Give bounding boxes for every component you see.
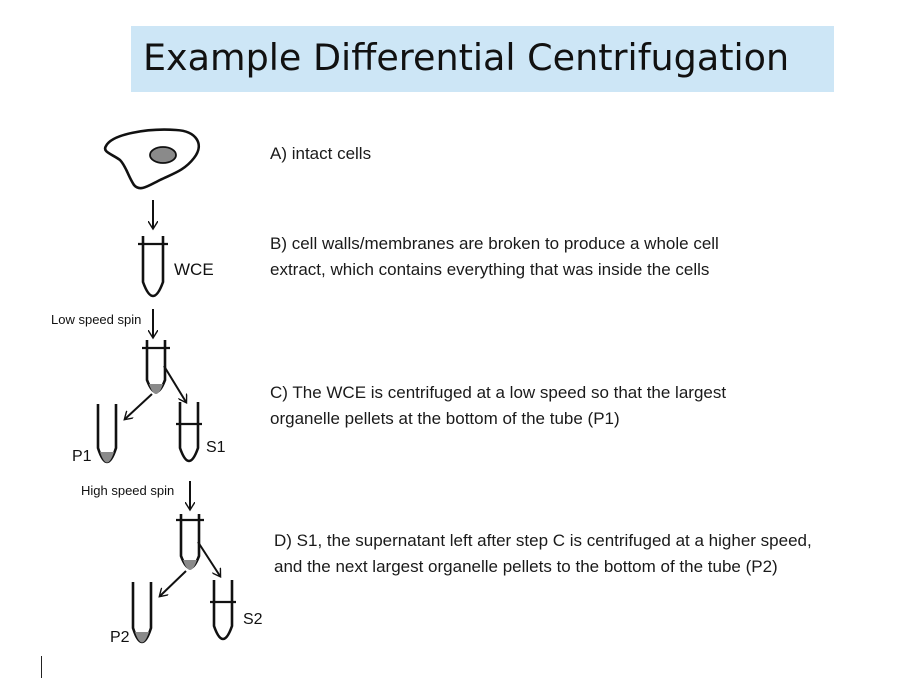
arrow-to-s2	[197, 541, 220, 576]
tube-p1	[96, 404, 118, 464]
arrow-to-p1	[125, 393, 153, 419]
label-high-speed-spin: High speed spin	[81, 483, 174, 498]
tube-low-speed	[142, 340, 170, 394]
step-d-text-line1: D) S1, the supernatant left after step C…	[274, 531, 812, 550]
tube-s2	[210, 580, 236, 641]
title-banner	[131, 26, 834, 92]
step-d-text-line2: and the next largest organelle pellets t…	[274, 557, 778, 576]
arrow-to-s1	[163, 365, 186, 402]
cell-membrane	[103, 128, 200, 190]
tube-s1	[176, 402, 202, 463]
label-low-speed-spin: Low speed spin	[51, 312, 141, 327]
step-a-text: A) intact cells	[270, 144, 372, 163]
step-b-text-line1: B) cell walls/membranes are broken to pr…	[270, 234, 719, 253]
step-c-text-line2: organelle pellets at the bottom of the t…	[270, 409, 620, 428]
pellet-high-speed	[183, 560, 197, 570]
tube-wce	[138, 236, 168, 298]
step-c-text-line1: C) The WCE is centrifuged at a low speed…	[270, 383, 727, 402]
tube-p2	[131, 582, 153, 644]
slide-title: Example Differential Centrifugation	[143, 36, 790, 79]
arrow-to-p2	[160, 570, 187, 596]
pellet-low-speed	[149, 384, 163, 394]
step-b-text-line2: extract, which contains everything that …	[270, 260, 710, 279]
label-wce: WCE	[174, 260, 214, 279]
text-cursor	[41, 656, 42, 678]
cell-nucleus	[149, 146, 177, 164]
label-s1: S1	[206, 439, 226, 456]
intact-cell	[103, 128, 200, 190]
label-s2: S2	[243, 611, 263, 628]
pellet-p1	[100, 452, 114, 463]
label-p2: P2	[110, 629, 130, 646]
label-p1: P1	[72, 448, 92, 465]
tube-high-speed	[176, 514, 204, 570]
pellet-p2	[135, 632, 149, 643]
